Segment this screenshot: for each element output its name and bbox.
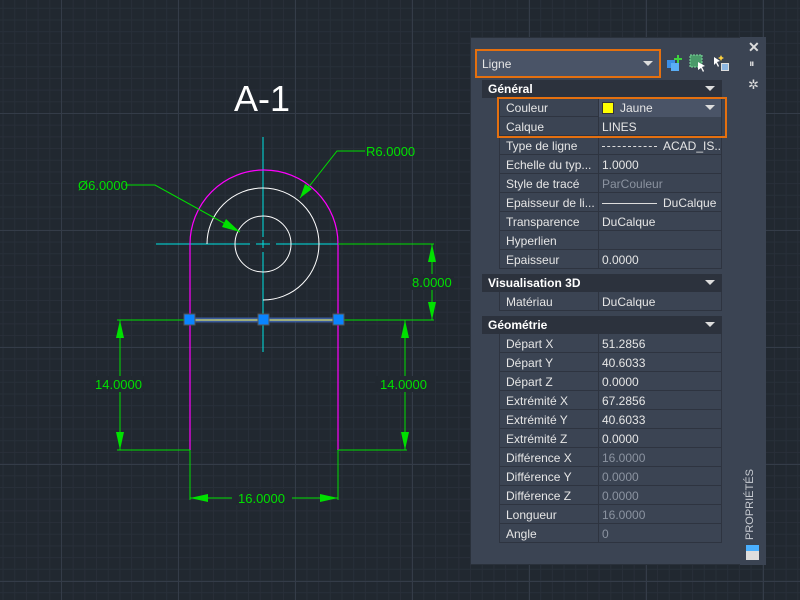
selected-line[interactable] [183,313,345,326]
left-height-dimension[interactable]: 14.0000 [95,377,142,392]
lineweight-preview [602,203,657,204]
prop-row-hyperlink[interactable]: Hyperlien [499,231,722,250]
radius-dimension[interactable]: R6.0000 [366,144,415,159]
drawing-title: A-1 [234,78,291,119]
highlight-box [497,97,727,138]
settings-icon[interactable]: ✲ [748,77,759,92]
outline [189,169,339,450]
arrowheads [116,184,436,502]
collapse-icon[interactable] [705,86,715,91]
section-geometry[interactable]: Géométrie [482,316,722,334]
right-height-dimension[interactable]: 14.0000 [380,377,427,392]
chevron-down-icon [705,105,715,110]
toggle-pickadd-icon[interactable] [666,54,684,72]
outer-arc [206,187,320,301]
centerlines [156,137,338,352]
properties-icon[interactable] [746,545,759,560]
quick-select-icon[interactable] [712,54,730,72]
section-general[interactable]: Général [482,80,722,98]
grip-mid [257,313,270,326]
object-type-select[interactable]: Ligne [475,49,661,78]
section-3d-visualization[interactable]: Visualisation 3D [482,274,722,292]
color-dropdown[interactable]: Jaune [599,98,722,117]
collapse-icon[interactable] [705,280,715,285]
yellow-swatch [602,102,614,114]
prop-row-lineweight[interactable]: Epaisseur de li...DuCalque [499,193,722,212]
width-dimension[interactable]: 16.0000 [238,491,285,506]
chevron-down-icon [643,61,653,66]
height-8-dimension[interactable]: 8.0000 [412,275,452,290]
object-type-value: Ligne [482,57,512,71]
panel-title-vertical: PROPRIÉTÉS [744,469,756,540]
select-objects-icon[interactable] [689,54,707,72]
grip-end [332,313,345,326]
grip-start [183,313,196,326]
collapse-icon[interactable] [705,322,715,327]
dimension-lines [117,150,434,500]
close-icon[interactable]: ✕ [748,39,760,55]
prop-row-linetype-scale[interactable]: Echelle du typ...1.0000 [499,155,722,174]
properties-panel [470,37,766,565]
inner-circle [234,215,292,273]
auto-hide-icon[interactable]: ⏸ [749,58,755,70]
panel-side-strip [740,37,766,565]
diameter-dimension[interactable]: Ø6.0000 [78,178,128,193]
linetype-preview [602,146,657,147]
